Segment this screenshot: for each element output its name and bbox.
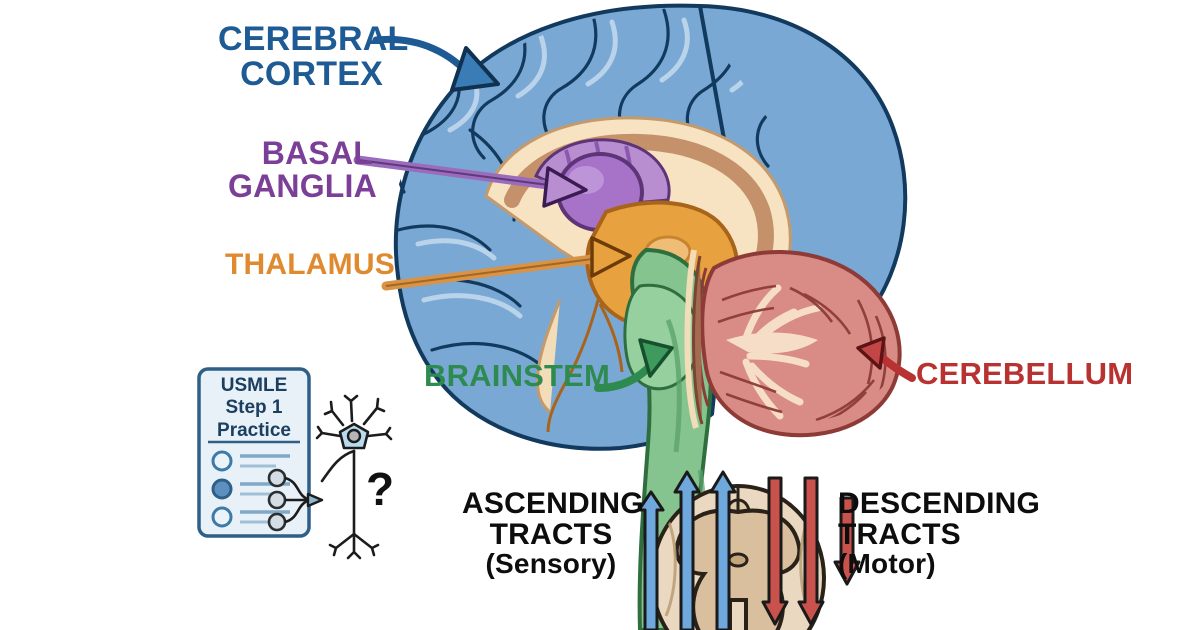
practice-card-title-line3: Practice bbox=[217, 419, 291, 441]
label-cerebral-cortex: CEREBRAL CORTEX bbox=[218, 20, 409, 93]
pointer-thalamus bbox=[381, 236, 632, 291]
cerebellum-shape bbox=[684, 249, 902, 438]
basal-ganglia-shape bbox=[534, 138, 671, 232]
label-brainstem: BRAINSTEM bbox=[424, 358, 611, 393]
label-brainstem-line1: BRAINSTEM bbox=[424, 358, 611, 393]
neuron-icon bbox=[315, 394, 393, 560]
label-descending-line1: DESCENDING bbox=[838, 487, 1041, 520]
label-basal-ganglia-line2: GANGLIA bbox=[228, 167, 377, 204]
pointer-cerebellum bbox=[856, 336, 916, 382]
pointer-cerebral-cortex bbox=[372, 35, 500, 92]
label-thalamus-line1: THALAMUS bbox=[225, 248, 395, 281]
neuron-nucleus bbox=[346, 428, 362, 444]
label-basal-ganglia-line1: BASAL bbox=[261, 135, 373, 171]
practice-card-title: USMLE Step 1 Practice bbox=[199, 375, 309, 442]
card-option-3 bbox=[211, 506, 290, 528]
label-ascending-line3: (Sensory) bbox=[485, 548, 617, 580]
practice-card-title-line2: Step 1 bbox=[225, 397, 283, 419]
label-cerebellum: CEREBELLUM bbox=[916, 358, 1156, 390]
label-cerebral-cortex-line2: CORTEX bbox=[240, 54, 383, 93]
card-option-1 bbox=[211, 450, 290, 472]
label-descending-line3: (Motor) bbox=[838, 548, 936, 580]
ascending-tract-arrows bbox=[637, 470, 737, 630]
pointer-basal-ganglia bbox=[353, 155, 588, 208]
pointer-brainstem bbox=[594, 338, 674, 392]
label-descending-tracts: DESCENDING TRACTS (Motor) bbox=[838, 487, 1041, 580]
label-descending-line2: TRACTS bbox=[838, 517, 961, 551]
label-ascending-line1: ASCENDING bbox=[462, 487, 644, 520]
question-mark-icon: ? bbox=[366, 463, 394, 515]
usmle-practice-card: ? bbox=[197, 367, 394, 560]
label-cerebellum-line1: CEREBELLUM bbox=[916, 356, 1134, 391]
descending-tract-arrows bbox=[761, 476, 861, 626]
label-ascending-tracts: ASCENDING TRACTS (Sensory) bbox=[462, 487, 644, 580]
practice-card-title-line1: USMLE bbox=[220, 375, 288, 396]
spinal-cord-cross-section bbox=[637, 470, 861, 630]
label-ascending-line2: TRACTS bbox=[489, 517, 613, 551]
label-cerebral-cortex-line1: CEREBRAL bbox=[218, 20, 409, 58]
label-thalamus: THALAMUS bbox=[225, 248, 395, 281]
label-basal-ganglia: BASAL GANGLIA bbox=[228, 135, 377, 204]
card-connector-wires bbox=[267, 468, 324, 532]
